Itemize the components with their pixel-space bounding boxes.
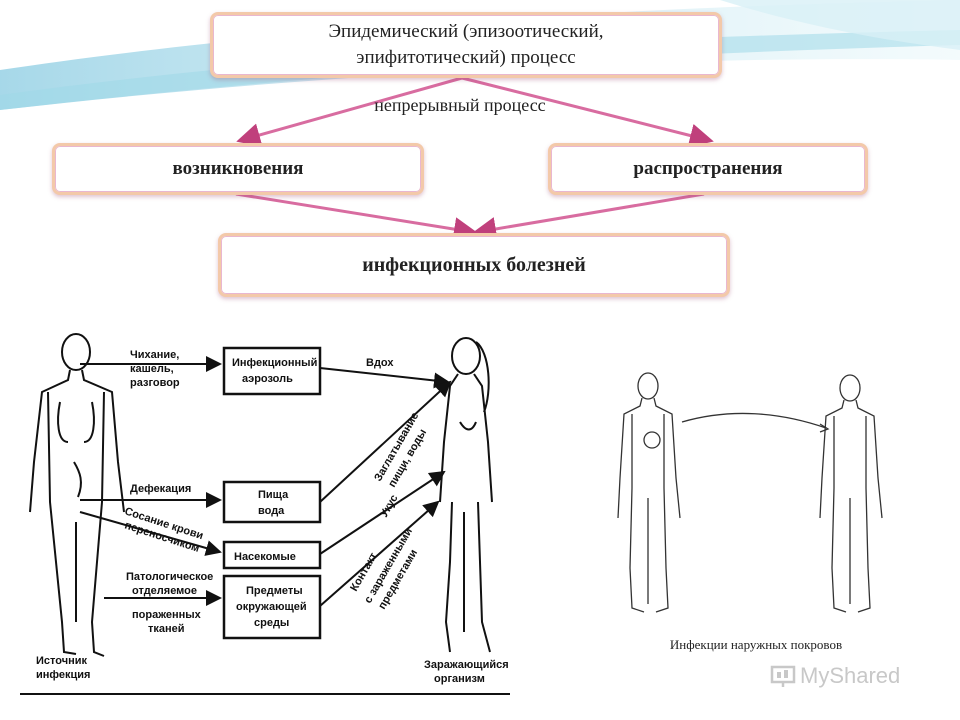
- objects-3: среды: [254, 617, 289, 629]
- label-path-1: Патологическое: [126, 571, 213, 583]
- title-line-2: эпифитотический) процесс: [356, 47, 576, 68]
- label-defecation: Дефекация: [130, 483, 191, 495]
- label-source-1: Источник: [36, 655, 88, 667]
- host-person-figure: [439, 337, 493, 653]
- host-2: организм: [434, 673, 485, 685]
- label-path-3: пораженных: [132, 609, 202, 621]
- arrow-to-emergence: [236, 76, 463, 147]
- arrow-spread-to-infect: [472, 192, 705, 241]
- skin-infection-figure: [610, 368, 900, 620]
- insects-label: Насекомые: [234, 551, 296, 563]
- title-box: Эпидемический (эпизоотический, эпифитоти…: [210, 12, 722, 78]
- food-2: вода: [258, 505, 285, 517]
- transmission-diagram: Чихание, кашель, разговор Дефекация Соса…: [20, 322, 520, 700]
- label-path-4: тканей: [148, 623, 185, 635]
- label-inhale: Вдох: [366, 357, 394, 369]
- presentation-icon: [770, 665, 796, 687]
- label-sneeze-3: разговор: [130, 377, 180, 389]
- insects-box: [222, 540, 322, 570]
- arrow-emergence-to-infect: [235, 192, 478, 241]
- emergence-box: возникновения: [52, 143, 424, 195]
- title-line-1: Эпидемический (эпизоотический,: [328, 21, 604, 42]
- aerosol-2: аэрозоль: [242, 373, 293, 385]
- source-person-figure: [29, 333, 125, 657]
- objects-box: [222, 574, 322, 640]
- food-box: [222, 480, 322, 524]
- spread-label: распространения: [633, 158, 783, 179]
- infectious-diseases-box: инфекционных болезней: [218, 233, 730, 297]
- skin-infection-caption: Инфекции наружных покровов: [669, 637, 843, 652]
- objects-2: окружающей: [236, 601, 307, 613]
- aerosol-1: Инфекционный: [232, 357, 317, 369]
- food-1: Пища: [258, 489, 289, 501]
- arrow-to-spread: [461, 76, 714, 148]
- objects-1: Предметы: [246, 585, 303, 597]
- label-sneeze-1: Чихание,: [130, 349, 179, 361]
- spread-box: распространения: [548, 143, 868, 195]
- label-source-2: инфекция: [36, 669, 90, 681]
- label-path-2: отделяемое: [132, 585, 197, 597]
- label-sneeze-2: кашель,: [130, 363, 174, 375]
- continuous-process-label: непрерывный процесс: [374, 95, 546, 115]
- emergence-label: возникновения: [172, 158, 304, 179]
- aerosol-box: [222, 346, 322, 396]
- infectious-label: инфекционных болезней: [362, 253, 586, 276]
- host-1: Заражающийся: [424, 659, 509, 671]
- watermark: MyShared: [770, 660, 930, 692]
- watermark-text: MyShared: [800, 663, 901, 688]
